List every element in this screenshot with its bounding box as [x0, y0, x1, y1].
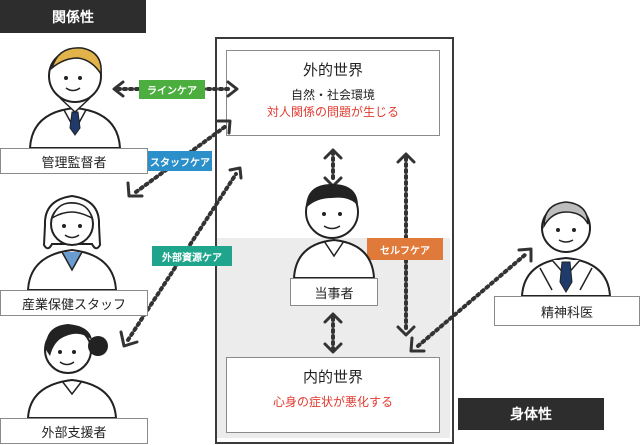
physical-tag: 身体性: [458, 398, 604, 430]
external-care-tag: 外部資源ケア: [152, 246, 232, 266]
outer-world-line1: 自然・社会環境: [290, 88, 375, 102]
self-label: 当事者: [290, 278, 378, 306]
relationship-tag: 関係性: [0, 0, 146, 33]
line-care-tag: ラインケア: [139, 80, 205, 99]
outer-world-line2: 対人関係の問題が生じる: [266, 105, 399, 119]
manager-label: 管理監督者: [0, 148, 148, 174]
psychiatrist-label: 精神科医: [494, 296, 640, 326]
external-label: 外部支援者: [0, 418, 148, 444]
inner-world-box: 内的世界 心身の症状が悪化する: [226, 357, 440, 433]
inner-world-title: 内的世界: [302, 368, 363, 386]
psychiatrist-arrow: [416, 252, 528, 348]
outer-world-title: 外的世界: [302, 61, 363, 79]
inner-world-line1: 心身の症状が悪化する: [272, 395, 393, 409]
staff-label: 産業保健スタッフ: [0, 290, 148, 316]
staff-care-tag: スタッフケア: [148, 151, 212, 171]
self-care-tag: セルフケア: [367, 238, 443, 260]
outer-world-box: 外的世界 自然・社会環境 対人関係の問題が生じる: [226, 50, 440, 136]
